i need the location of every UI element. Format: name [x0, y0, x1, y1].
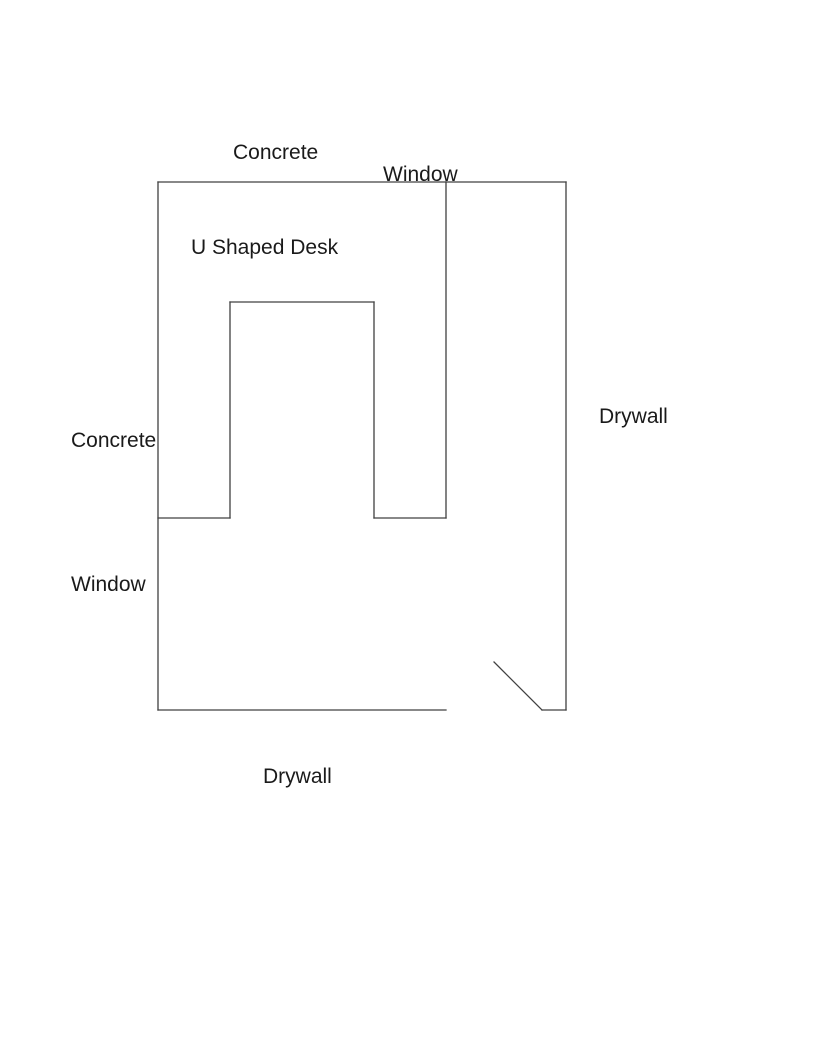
- bottom-wall-label: Drywall: [263, 765, 332, 788]
- top-wall-label: Concrete: [233, 141, 318, 164]
- left-wall-label: Concrete: [71, 429, 156, 452]
- room-walls: [157, 181, 567, 711]
- top-window-label: Window: [383, 163, 459, 186]
- wall-labels: Concrete Window U Shaped Desk Concrete W…: [71, 141, 668, 788]
- right-wall-label: Drywall: [599, 405, 668, 428]
- desk-label: U Shaped Desk: [191, 236, 339, 259]
- u-shaped-desk: [157, 181, 447, 519]
- door-swing: [493, 661, 543, 711]
- left-window-label: Window: [71, 573, 147, 596]
